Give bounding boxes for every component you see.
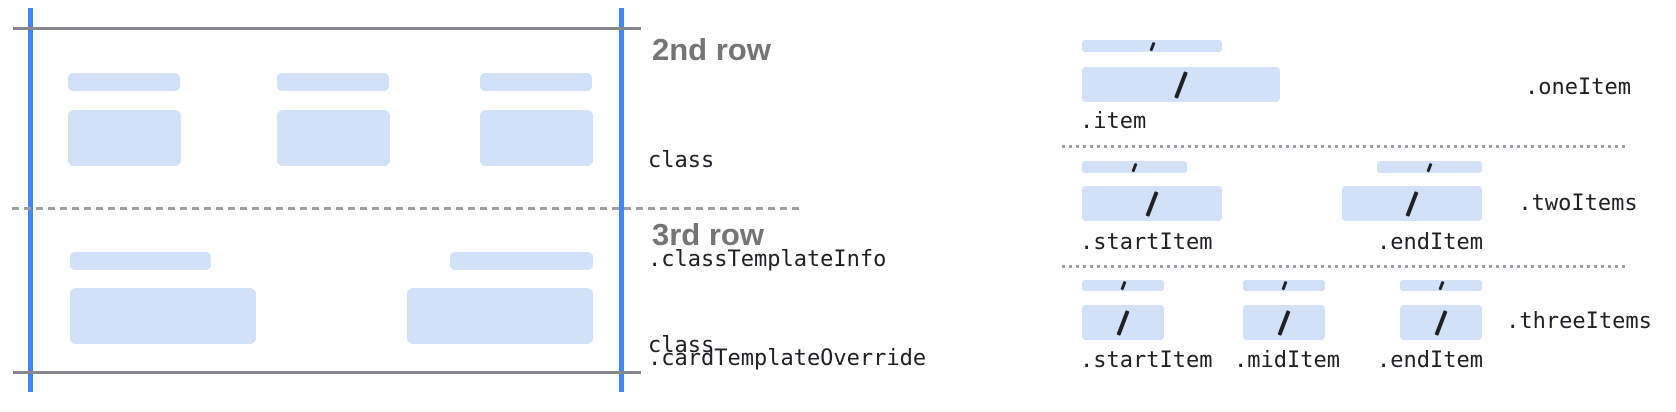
end-item-field-label: .endItem [1377,230,1483,255]
label-placeholder-bar [68,73,180,91]
code-line: class [648,148,715,173]
slash-icon [1116,309,1130,336]
start-item-field-label: .startItem [1080,230,1213,255]
three-items-group-label: .threeItems [1506,309,1652,334]
slash-icon [1438,280,1444,291]
card-row-divider-dashed-line [12,207,803,210]
start-item-field-label: .startItem [1080,348,1213,373]
item-label-bar [1377,161,1482,173]
template-separator-dotted-line [1062,265,1628,268]
value-placeholder-box [480,110,593,166]
label-placeholder-bar [450,252,593,270]
item-label-bar [1400,280,1482,291]
code-line: .cardTemplateOverride [648,346,927,371]
card-top-boundary-line [13,27,641,30]
item-label-bar [1082,280,1164,291]
row3-heading: 3rd row [652,217,764,252]
value-placeholder-box [277,110,390,166]
item-value-bar [1400,305,1482,340]
slash-icon [1131,162,1138,172]
slash-icon [1434,309,1448,336]
slash-icon [1281,280,1287,291]
slash-icon [1426,162,1433,172]
code-line: class [648,333,715,358]
slash-icon [1174,70,1188,99]
slash-icon [1277,309,1291,336]
item-value-bar [1082,305,1164,340]
item-value-bar [1082,67,1280,102]
label-placeholder-bar [70,252,211,270]
item-field-label: .item [1080,109,1147,134]
slash-icon [1120,280,1126,291]
item-label-bar [1082,40,1222,52]
card-margin-line-left [28,8,33,392]
row3-code-path: class .classTemplateInfo .cardTemplateOv… [648,263,966,412]
item-label-bar [1243,280,1325,291]
item-value-bar [1243,305,1325,340]
card-bottom-boundary-line [13,371,641,374]
label-placeholder-bar [480,73,592,91]
two-items-group-label: .twoItems [1518,191,1638,216]
item-label-bar [1082,161,1187,173]
item-value-bar [1342,186,1482,221]
mid-item-field-label: .midItem [1234,348,1340,373]
row2-heading: 2nd row [652,32,771,67]
slash-icon [1145,190,1159,217]
one-item-group-label: .oneItem [1525,75,1631,100]
value-placeholder-box [407,288,593,344]
template-separator-dotted-line [1062,145,1628,148]
code-line: .classTemplateInfo [648,247,887,272]
value-placeholder-box [68,110,181,166]
item-value-bar [1082,186,1222,221]
label-placeholder-bar [277,73,389,91]
row2-code-path: class .classTemplateInfo .cardTemplateOv… [648,78,966,412]
card-margin-line-right [619,8,624,392]
end-item-field-label: .endItem [1377,348,1483,373]
slash-icon [1405,190,1419,217]
value-placeholder-box [70,288,256,344]
slash-icon [1149,41,1155,51]
